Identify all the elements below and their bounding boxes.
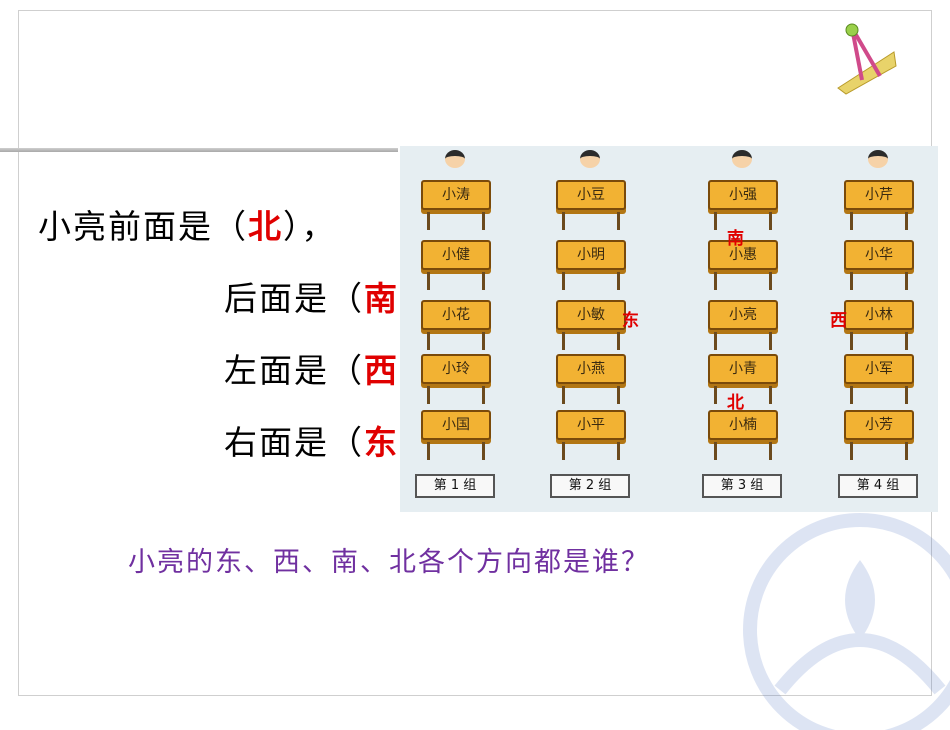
right-answer: 东 (364, 423, 399, 462)
desk: 小健 (421, 240, 491, 270)
divider-line (0, 148, 398, 152)
desk: 小惠 (708, 240, 778, 270)
desk: 小楠 (708, 410, 778, 440)
student-figure (441, 150, 469, 172)
desk: 小敏 (556, 300, 626, 330)
group-column-3: 小强 小惠 小亮 小青 小楠 第 3 组 (692, 146, 792, 512)
back-answer: 南 (364, 279, 399, 318)
desk: 小燕 (556, 354, 626, 384)
left-prefix: 左面是（ (224, 351, 364, 390)
ruler-compass-icon (837, 23, 897, 95)
right-line: 右面是（东 (224, 416, 399, 464)
group-label: 第 2 组 (550, 474, 630, 498)
right-prefix: 右面是（ (224, 423, 364, 462)
south-label: 南 (727, 229, 744, 249)
desk: 小豆 (556, 180, 626, 210)
student-figure (576, 150, 604, 172)
north-label: 北 (727, 393, 744, 413)
back-prefix: 后面是（ (224, 279, 364, 318)
group-column-4: 小芹 小华 小林 小军 小芳 第 4 组 (828, 146, 928, 512)
back-line: 后面是（南 (224, 272, 399, 320)
group-column-2: 小豆 小明 小敏 小燕 小平 第 2 组 (540, 146, 640, 512)
front-line: 小亮前面是（北）， (38, 200, 337, 248)
desk: 小玲 (421, 354, 491, 384)
group-column-1: 小涛 小健 小花 小玲 小国 第 1 组 (405, 146, 505, 512)
left-answer: 西 (364, 351, 399, 390)
desk: 小花 (421, 300, 491, 330)
front-suffix: ）， (283, 207, 337, 246)
group-label: 第 1 组 (415, 474, 495, 498)
west-label: 西 (830, 311, 847, 331)
student-figure (864, 150, 892, 172)
front-answer: 北 (248, 207, 283, 246)
student-figure (728, 150, 756, 172)
desk: 小青 (708, 354, 778, 384)
desk: 小亮 (708, 300, 778, 330)
desk: 小华 (844, 240, 914, 270)
group-label: 第 3 组 (702, 474, 782, 498)
desk: 小明 (556, 240, 626, 270)
desk: 小强 (708, 180, 778, 210)
desk: 小涛 (421, 180, 491, 210)
desk: 小林 (844, 300, 914, 330)
desk: 小军 (844, 354, 914, 384)
classroom-picture: 小涛 小健 小花 小玲 小国 第 1 组 小豆 小明 小敏 小燕 小平 第 2 … (400, 146, 938, 512)
left-line: 左面是（西 (224, 344, 399, 392)
desk: 小芳 (844, 410, 914, 440)
desk: 小国 (421, 410, 491, 440)
logo-watermark-icon (743, 513, 950, 730)
group-label: 第 4 组 (838, 474, 918, 498)
east-label: 东 (622, 311, 639, 331)
front-prefix: 小亮前面是（ (38, 207, 248, 246)
desk: 小平 (556, 410, 626, 440)
question-text: 小亮的东、西、南、北各个方向都是谁？ (128, 547, 650, 578)
desk: 小芹 (844, 180, 914, 210)
